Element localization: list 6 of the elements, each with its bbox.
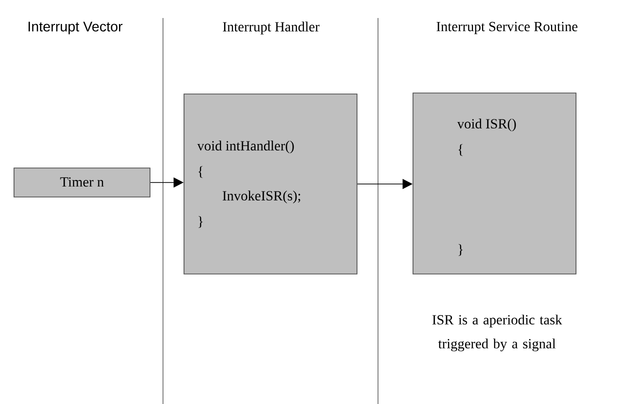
- column-heading: Interrupt Vector: [28, 22, 122, 34]
- note: ISR is a aperiodic task triggered by a signal: [432, 314, 562, 352]
- column-heading: Interrupt Handler: [222, 22, 320, 34]
- column-heading: Interrupt Service Routine: [436, 22, 578, 34]
- code-box: void intHandler() { InvokeISR(s); }: [184, 94, 358, 274]
- timer-box: Timer n: [14, 168, 150, 198]
